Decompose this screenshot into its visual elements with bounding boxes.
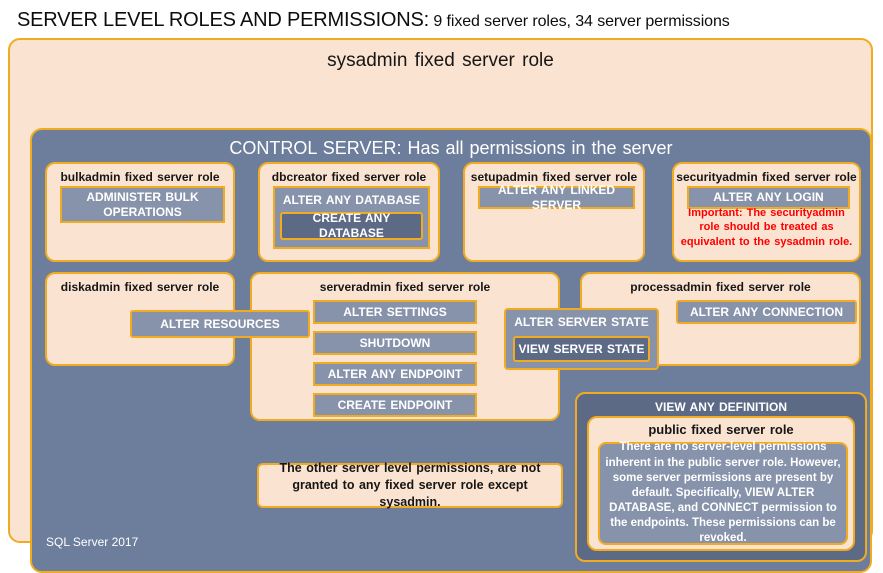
view-any-definition-label: VIEW ANY DEFINITION — [654, 400, 787, 414]
permission-alter-any-database-label: ALTER ANY DATABASE — [282, 193, 421, 207]
role-box-securityadmin: securityadmin fixed server role ALTER AN… — [672, 162, 861, 262]
role-title-public: public fixed server role — [648, 422, 794, 437]
control-server-permission-panel: CONTROL SERVER: Has all permissions in t… — [30, 128, 872, 573]
role-box-dbcreator: dbcreator fixed server role ALTER ANY DA… — [258, 162, 440, 262]
view-any-definition-box: VIEW ANY DEFINITION public fixed server … — [575, 392, 867, 562]
permission-create-endpoint: CREATE ENDPOINT — [313, 393, 477, 417]
role-box-setupadmin: setupadmin fixed server role ALTER ANY L… — [463, 162, 645, 262]
role-box-bulkadmin: bulkadmin fixed server role ADMINISTER B… — [45, 162, 235, 262]
public-role-note: There are no server-level permissions in… — [598, 441, 848, 545]
permission-create-any-database: CREATE ANY DATABASE — [280, 211, 423, 240]
securityadmin-warning-text: Important: The securityadmin role should… — [680, 207, 853, 248]
role-title-processadmin: processadmin fixed server role — [630, 280, 811, 294]
page-title-subtitle: 9 fixed server roles, 34 server permissi… — [429, 13, 730, 30]
role-box-serveradmin: serveradmin fixed server role ALTER SETT… — [250, 272, 560, 421]
page-title-strong: SERVER LEVEL ROLES AND PERMISSIONS: — [17, 9, 430, 31]
sysadmin-fixed-server-role-panel: sysadmin fixed server role CONTROL SERVE… — [8, 38, 873, 573]
footer-version-label: SQL Server 2017 — [46, 535, 139, 549]
permission-administer-bulk-operations: ADMINISTER BULK OPERATIONS — [60, 186, 225, 223]
permission-alter-any-connection: ALTER ANY CONNECTION — [676, 300, 857, 324]
permission-view-server-state: VIEW SERVER STATE — [513, 336, 650, 362]
page-title: SERVER LEVEL ROLES AND PERMISSIONS: 9 fi… — [17, 9, 867, 35]
permission-alter-server-state-label: ALTER SERVER STATE — [514, 315, 649, 329]
role-title-serveradmin: serveradmin fixed server role — [319, 280, 491, 294]
role-title-dbcreator: dbcreator fixed server role — [271, 170, 427, 184]
other-permissions-note: The other server level permissions, are … — [257, 461, 563, 509]
permission-shutdown: SHUTDOWN — [313, 331, 477, 355]
role-title-diskadmin: diskadmin fixed server role — [60, 280, 220, 294]
role-title-setupadmin: setupadmin fixed server role — [470, 170, 638, 184]
permission-alter-settings: ALTER SETTINGS — [313, 300, 477, 324]
permission-alter-any-login: ALTER ANY LOGIN — [687, 186, 850, 209]
permission-alter-resources: ALTER RESOURCES — [130, 310, 310, 338]
permission-alter-any-linked-server: ALTER ANY LINKED SERVER — [478, 183, 635, 212]
sysadmin-panel-title: sysadmin fixed server role — [327, 50, 554, 71]
control-server-title: CONTROL SERVER: Has all permissions in t… — [229, 138, 673, 158]
role-title-securityadmin: securityadmin fixed server role — [676, 170, 857, 184]
role-box-public: public fixed server role There are no se… — [587, 416, 855, 551]
role-title-bulkadmin: bulkadmin fixed server role — [60, 170, 220, 184]
permission-alter-any-endpoint: ALTER ANY ENDPOINT — [313, 362, 477, 386]
